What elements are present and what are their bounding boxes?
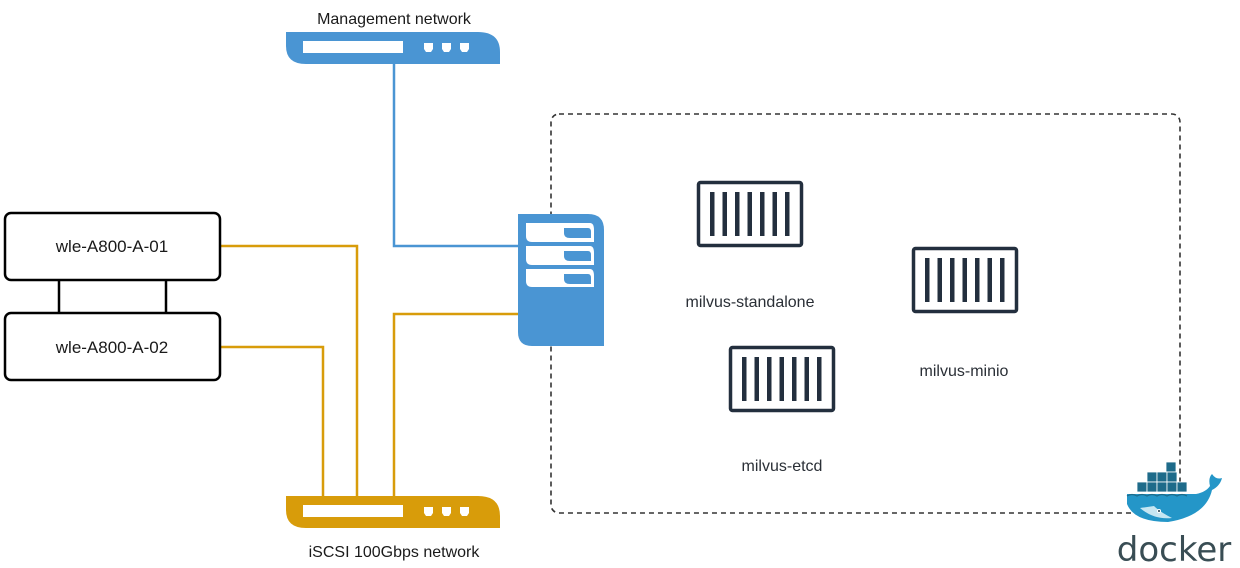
host-wle-a800-a-01[interactable]: wle-A800-A-01 [3, 211, 222, 282]
link-host01-iscsi [220, 244, 359, 497]
connections [57, 64, 518, 497]
docker-group-boundary [550, 113, 1181, 514]
container-milvus-standalone[interactable]: milvus-standalone [686, 180, 815, 312]
iscsi-switch-label: iSCSI 100Gbps network [309, 544, 481, 561]
container-label: milvus-etcd [742, 458, 823, 475]
container-milvus-minio[interactable]: milvus-minio [911, 246, 1019, 381]
iscsi-switch[interactable]: iSCSI 100Gbps network [286, 496, 500, 561]
network-switch-icon [286, 496, 500, 528]
docker-wordmark: docker [1117, 530, 1231, 568]
host-label: wle-A800-A-01 [55, 237, 168, 256]
host-wle-a800-a-02[interactable]: wle-A800-A-02 [3, 311, 222, 382]
container-milvus-etcd[interactable]: milvus-etcd [728, 345, 836, 476]
server[interactable] [518, 214, 604, 346]
docker-whale-icon [1126, 461, 1222, 522]
container-icon [728, 345, 836, 413]
server-icon [518, 214, 604, 346]
link-host02-iscsi [220, 345, 325, 497]
management-switch[interactable]: Management network [286, 11, 500, 64]
network-switch-icon [286, 32, 500, 64]
docker-logo: docker [1117, 461, 1231, 568]
container-icon [911, 246, 1019, 314]
management-switch-label: Management network [317, 11, 472, 28]
link-management-server [392, 64, 518, 248]
container-label: milvus-minio [920, 363, 1009, 380]
container-icon [696, 180, 804, 248]
host-label: wle-A800-A-02 [55, 338, 168, 357]
container-label: milvus-standalone [686, 294, 815, 311]
link-server-iscsi [392, 312, 518, 497]
